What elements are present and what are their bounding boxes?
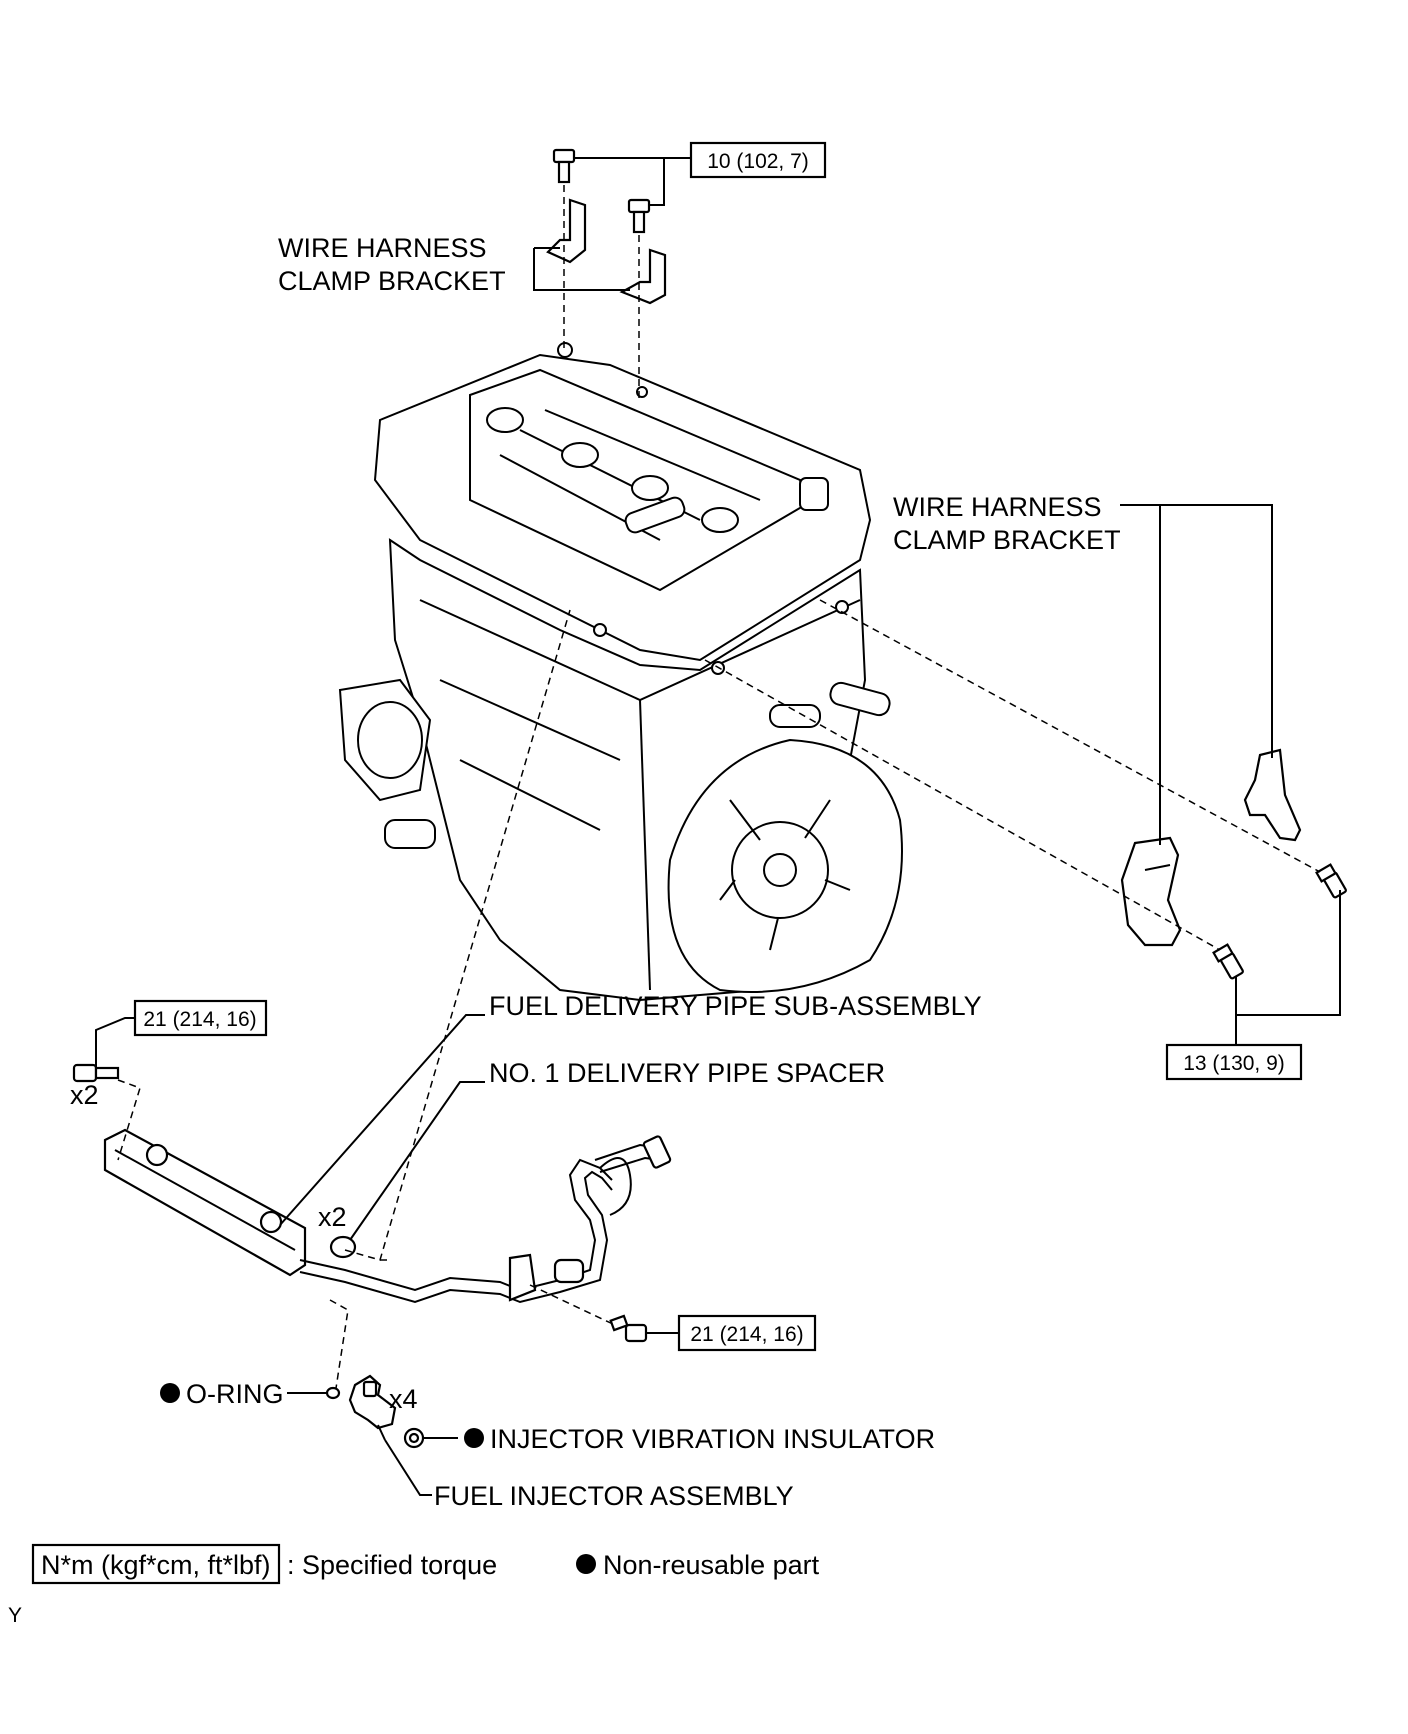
legend-torque-text: : Specified torque <box>287 1550 497 1580</box>
non-reusable-bullet-o-ring <box>160 1383 180 1403</box>
bolt-top-right <box>627 198 651 234</box>
non-reusable-bullet-insulator <box>464 1428 484 1448</box>
torque-value-bracket-right: 13 (130, 9) <box>1183 1052 1285 1075</box>
right-wire-harness-clamp-brackets <box>704 504 1347 1055</box>
torque-value-bracket-top: 10 (102, 7) <box>707 150 809 173</box>
spark-plug-tubes <box>486 407 829 534</box>
legend-torque-unit: N*m (kgf*cm, ft*lbf) <box>41 1550 271 1580</box>
label-wire-harness-bracket-top-line2: CLAMP BRACKET <box>278 266 506 296</box>
label-injector-vibration-insulator: INJECTOR VIBRATION INSULATOR <box>490 1424 935 1454</box>
torque-box-bracket-right <box>1165 1043 1303 1081</box>
bolt-fuel-pipe-clamp <box>609 1314 648 1343</box>
bolt-right-upper <box>1315 863 1347 899</box>
legend-non-reusable-text: Non-reusable part <box>603 1550 820 1580</box>
qty-delivery-pipe-bolts: x2 <box>70 1080 99 1110</box>
label-fuel-injector-assembly: FUEL INJECTOR ASSEMBLY <box>434 1481 794 1511</box>
bolt-top-left <box>552 148 576 184</box>
label-delivery-pipe-spacer: NO. 1 DELIVERY PIPE SPACER <box>489 1058 885 1088</box>
o-ring-part <box>325 1386 341 1400</box>
fuel-injector-group <box>287 1374 458 1496</box>
label-wire-harness-bracket-right-line2: CLAMP BRACKET <box>893 525 1121 555</box>
bolt-right-lower <box>1212 943 1244 980</box>
label-wire-harness-bracket-right-line1: WIRE HARNESS <box>893 492 1102 522</box>
flywheel <box>667 738 903 993</box>
torque-box-delivery-pipe <box>133 999 268 1037</box>
qty-spacers: x2 <box>318 1202 347 1232</box>
delivery-pipe-spacer <box>329 1235 357 1259</box>
label-fuel-delivery-pipe: FUEL DELIVERY PIPE SUB-ASSEMBLY <box>489 991 982 1021</box>
corner-code: Y <box>8 1604 22 1627</box>
legend: N*m (kgf*cm, ft*lbf) : Specified torque … <box>31 1543 820 1585</box>
torque-box-bracket-top <box>689 141 827 179</box>
torque-box-fuel-pipe-clamp <box>677 1314 817 1352</box>
label-o-ring: O-RING <box>186 1379 284 1409</box>
engine-assembly-illustration <box>338 342 903 1002</box>
label-wire-harness-bracket-top-line1: WIRE HARNESS <box>278 233 487 263</box>
legend-non-reusable-bullet <box>576 1554 596 1574</box>
fuel-delivery-pipe-assembly <box>72 609 678 1396</box>
qty-injectors: x4 <box>389 1384 418 1414</box>
bolt-delivery-pipe <box>72 1063 120 1083</box>
top-wire-harness-clamp-brackets <box>533 148 690 400</box>
torque-value-delivery-pipe: 21 (214, 16) <box>143 1008 256 1031</box>
legend-torque-box <box>31 1543 281 1585</box>
torque-value-fuel-pipe-clamp: 21 (214, 16) <box>690 1323 803 1346</box>
